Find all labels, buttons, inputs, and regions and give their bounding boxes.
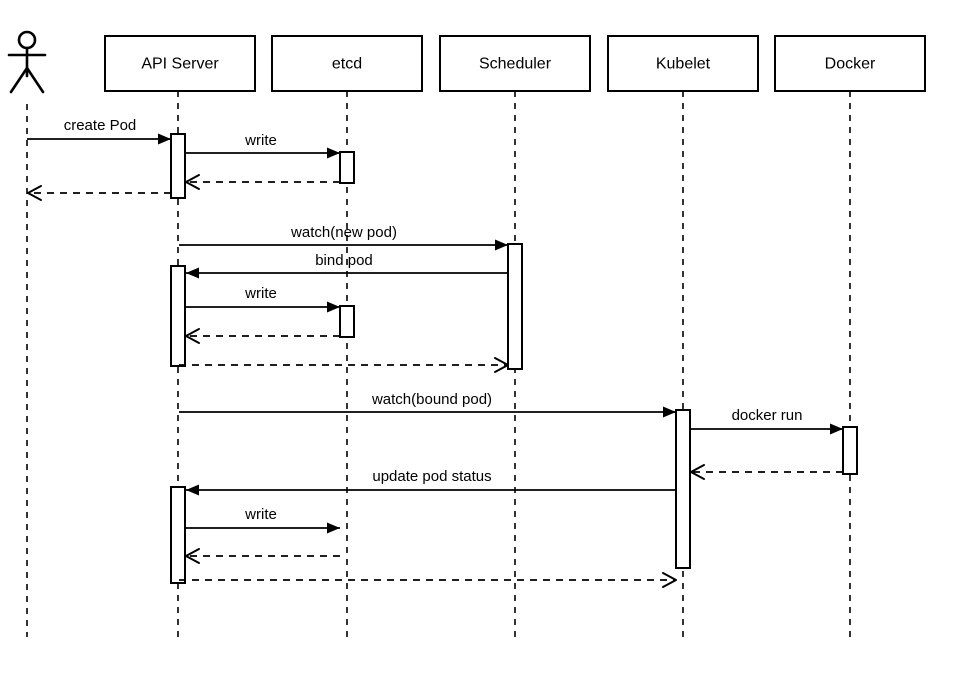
message-msg-bind-pod xyxy=(186,267,508,279)
message-label-msg-write-3: write xyxy=(244,506,277,523)
actor-head-icon xyxy=(17,30,37,50)
message-msg-scheduler-return xyxy=(179,357,509,373)
participant-api-server[interactable]: API Server xyxy=(104,35,256,92)
message-msg-write-3 xyxy=(185,522,340,534)
message-msg-etcd-return-3 xyxy=(185,548,340,564)
participant-box-etcd[interactable] xyxy=(271,35,423,92)
participant-box-kubelet[interactable] xyxy=(607,35,759,92)
arrowhead-filled-msg-watch-bound-pod xyxy=(663,406,676,418)
activation-bar-act-etcd-2 xyxy=(339,305,355,338)
actor-leg-right-icon xyxy=(25,66,45,94)
arrowhead-filled-msg-update-pod-status xyxy=(186,484,199,496)
message-label-msg-update-pod-status: update pod status xyxy=(372,468,491,485)
message-msg-kubelet-return xyxy=(179,572,677,588)
message-label-msg-watch-new-pod: watch(new pod) xyxy=(290,224,397,241)
arrowhead-filled-msg-write-3 xyxy=(327,522,340,534)
message-label-msg-watch-bound-pod: watch(bound pod) xyxy=(371,391,492,408)
message-label-msg-docker-run: docker run xyxy=(732,407,803,424)
arrowhead-open-msg-docker-return xyxy=(690,464,705,480)
participant-label-kubelet: Kubelet xyxy=(656,56,711,73)
user-actor xyxy=(7,30,47,94)
message-msg-api-return-user xyxy=(27,185,171,201)
message-label-msg-write-2: write xyxy=(244,285,277,302)
activation-bar-act-api-3 xyxy=(170,486,186,584)
message-msg-write-2 xyxy=(185,301,340,313)
message-msg-etcd-return-2 xyxy=(185,328,340,344)
activation-bar-act-api-1 xyxy=(170,133,186,199)
arrowhead-open-msg-scheduler-return xyxy=(494,357,509,373)
participant-label-api-server: API Server xyxy=(141,56,219,73)
message-msg-watch-bound-pod xyxy=(179,406,676,418)
message-arrow-group xyxy=(27,133,843,588)
participant-box-group: API Server etcd Scheduler Kubelet Docker xyxy=(104,35,926,92)
participant-label-docker: Docker xyxy=(825,56,876,73)
activation-bar-act-etcd-1 xyxy=(339,151,355,184)
arrowhead-filled-msg-create-pod xyxy=(158,133,171,145)
activation-bar-act-scheduler-1 xyxy=(507,243,523,370)
arrowhead-filled-msg-write-2 xyxy=(327,301,340,313)
arrowhead-filled-msg-watch-new-pod xyxy=(495,239,508,251)
participant-scheduler[interactable]: Scheduler xyxy=(439,35,591,92)
arrowhead-filled-msg-bind-pod xyxy=(186,267,199,279)
message-msg-write-1 xyxy=(185,147,340,159)
message-msg-create-pod xyxy=(27,133,171,145)
message-label-msg-write-1: write xyxy=(244,132,277,149)
activation-bar-act-kubelet-1 xyxy=(675,409,691,569)
message-msg-docker-return xyxy=(690,464,843,480)
participant-label-etcd: etcd xyxy=(332,56,362,73)
participant-box-api-server[interactable] xyxy=(104,35,256,92)
arrowhead-open-msg-etcd-return-3 xyxy=(185,548,200,564)
message-label-group: create Pod write watch(new pod) bind pod wri… xyxy=(64,117,803,523)
arrowhead-open-msg-api-return-user xyxy=(27,185,42,201)
activation-bar-group xyxy=(170,133,858,584)
message-label-msg-bind-pod: bind pod xyxy=(315,252,373,269)
activation-bar-act-docker-1 xyxy=(842,426,858,475)
arrowhead-filled-msg-docker-run xyxy=(830,423,843,435)
lifeline-group xyxy=(26,91,851,637)
participant-docker[interactable]: Docker xyxy=(774,35,926,92)
participant-box-scheduler[interactable] xyxy=(439,35,591,92)
message-msg-docker-run xyxy=(690,423,843,435)
message-msg-etcd-return-1 xyxy=(185,174,340,190)
message-label-msg-create-pod: create Pod xyxy=(64,117,137,134)
participant-kubelet[interactable]: Kubelet xyxy=(607,35,759,92)
message-msg-watch-new-pod xyxy=(179,239,508,251)
arrowhead-open-msg-kubelet-return xyxy=(662,572,677,588)
actor-leg-left-icon xyxy=(9,66,29,94)
participant-etcd[interactable]: etcd xyxy=(271,35,423,92)
arrowhead-open-msg-etcd-return-1 xyxy=(185,174,200,190)
arrowhead-open-msg-etcd-return-2 xyxy=(185,328,200,344)
participant-label-scheduler: Scheduler xyxy=(479,56,552,73)
message-msg-update-pod-status xyxy=(186,484,676,496)
activation-bar-act-api-2 xyxy=(170,265,186,367)
arrowhead-filled-msg-write-1 xyxy=(327,147,340,159)
participant-box-docker[interactable] xyxy=(774,35,926,92)
